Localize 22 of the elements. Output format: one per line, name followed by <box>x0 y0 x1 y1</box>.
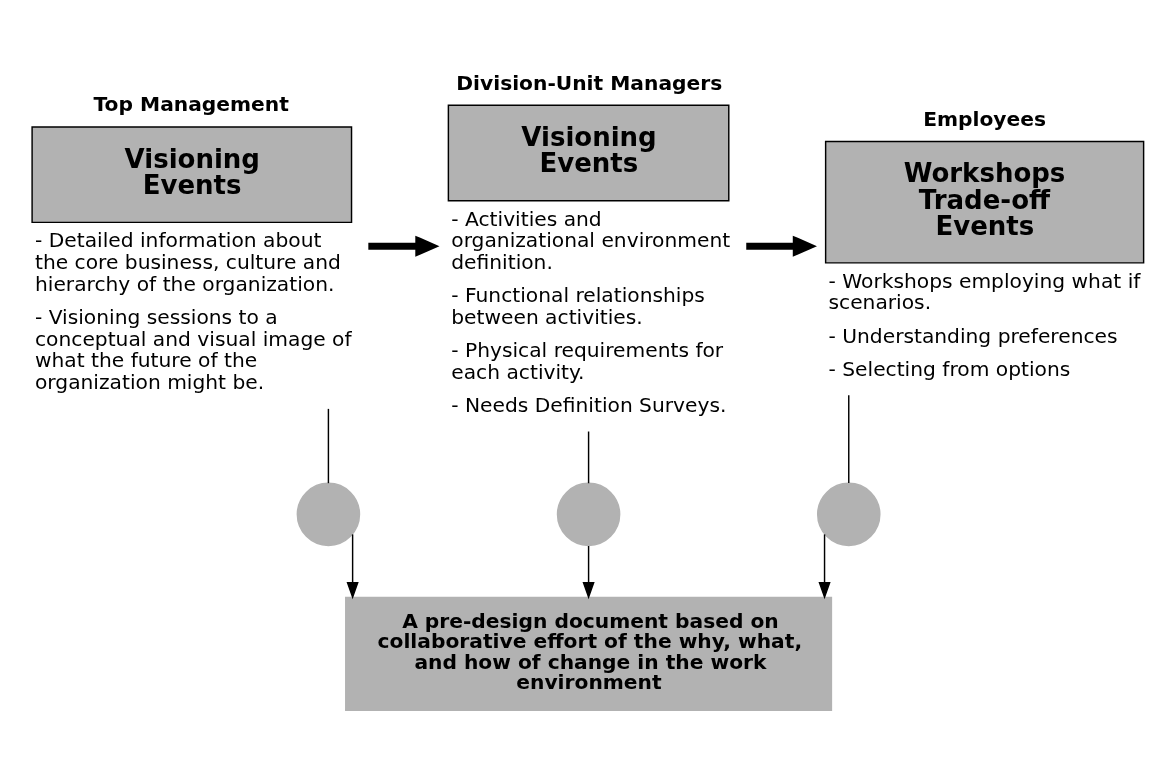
node-label: - Needs Definition Surveys. <box>451 393 727 418</box>
node-label: - Activities and organizational environment definition. <box>451 206 731 274</box>
node-label: - Physical requirements for each activity. <box>451 338 724 384</box>
node-label: - Selecting from options <box>828 356 1071 381</box>
node-circle <box>296 482 361 547</box>
node-label: - Visioning sessions to a conceptual and visual image of what the future of the organization might be. <box>34 304 352 394</box>
node-label: Top Management <box>93 92 289 117</box>
connector <box>327 408 330 484</box>
node-label: - Detailed information about the core business, culture and hierarchy of the organization. <box>34 228 341 296</box>
connector <box>587 430 590 484</box>
arrow <box>818 533 831 600</box>
node-label: - Workshops employing what if scenarios. <box>828 268 1141 315</box>
arrow <box>582 545 595 600</box>
connector <box>848 394 850 484</box>
node-label: - Understanding preferences <box>828 323 1118 348</box>
node-circle <box>556 482 621 547</box>
node-label: Employees <box>923 106 1047 131</box>
node-circle <box>816 482 881 547</box>
node-label: Division-Unit Managers <box>456 70 723 95</box>
arrow <box>346 533 359 600</box>
node-label: - Functional relationships between activities. <box>451 283 705 329</box>
node-box: A pre-design document based on collaborative effort of the why, what, and how of change in the work environment <box>345 596 833 711</box>
